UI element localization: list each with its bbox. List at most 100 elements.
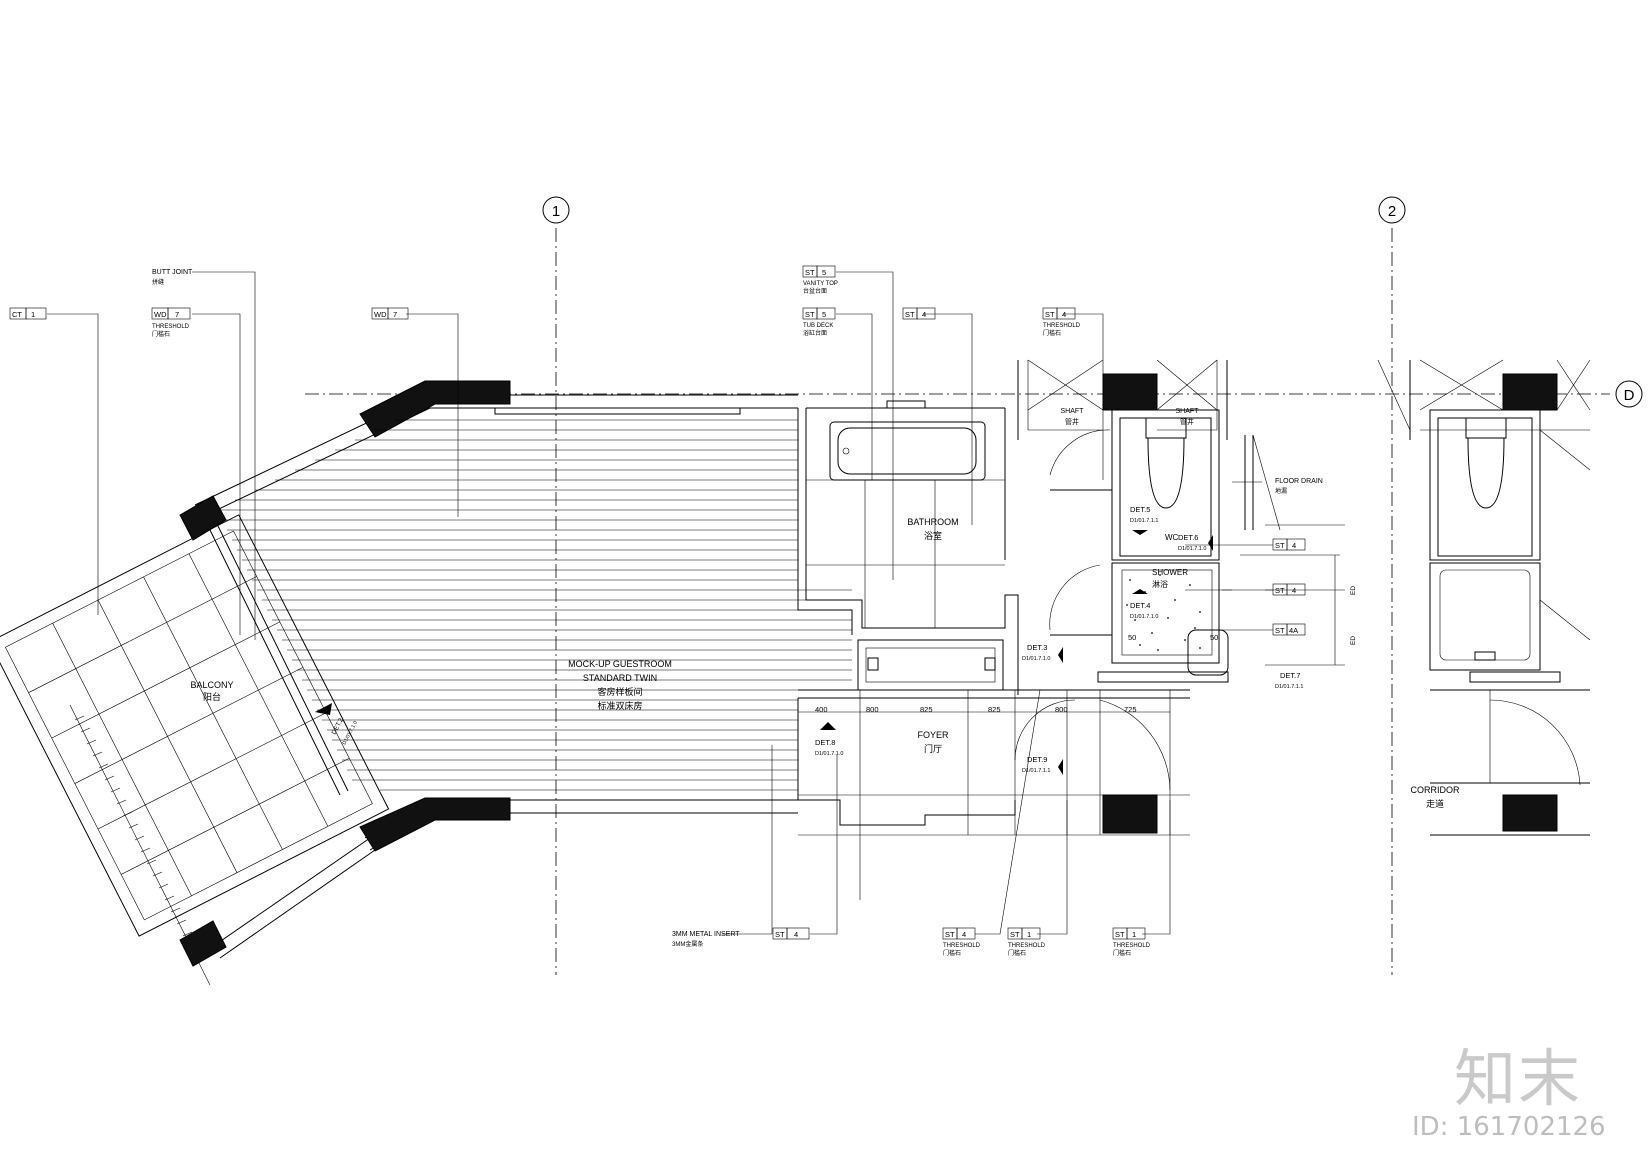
svg-text:ST: ST	[1010, 930, 1020, 939]
det-9-ref: D1/01.7.1.1	[1022, 768, 1050, 774]
svg-text:1: 1	[31, 310, 35, 319]
floor-drain-label: FLOOR DRAIN	[1275, 478, 1323, 485]
svg-text:TUB DECK: TUB DECK	[803, 323, 833, 329]
svg-text:THRESHOLD: THRESHOLD	[1008, 943, 1046, 949]
svg-text:800: 800	[866, 705, 879, 714]
svg-text:WD: WD	[154, 310, 167, 319]
bathroom-label-cn: 浴室	[924, 530, 942, 541]
dimension-strings: 400 800 825 825 800 725 50 50 ED ED	[798, 554, 1357, 714]
guestroom-label-2: STANDARD TWIN	[583, 673, 657, 683]
det-8-ref: D1/01.7.1.0	[815, 751, 843, 757]
svg-text:4: 4	[962, 930, 966, 939]
svg-text:THRESHOLD: THRESHOLD	[1043, 323, 1081, 329]
foyer-label-cn: 门厅	[924, 743, 942, 754]
svg-text:门槛石: 门槛石	[1008, 949, 1026, 957]
det-3-ref: D1/01.7.1.0	[1022, 656, 1050, 662]
det-3: DET.3	[1027, 643, 1047, 652]
butt-joint-label-cn: 拼缝	[152, 278, 164, 286]
metal-insert-label-cn: 3MM金属条	[672, 940, 703, 948]
det-8-marker	[820, 722, 836, 730]
det-4: DET.4	[1130, 601, 1150, 610]
grid-bubble-1	[542, 196, 570, 224]
svg-text:1: 1	[1027, 930, 1031, 939]
tag-st-1-threshold-a: ST 1 THRESHOLD 门槛石	[1007, 927, 1046, 957]
shaft-label-1-cn: 管井	[1065, 417, 1079, 426]
svg-text:7: 7	[175, 310, 179, 319]
balcony-label-cn: 阳台	[203, 691, 221, 702]
tag-st-5-vanity: ST 5 VANITY TOP 台盆台面	[802, 265, 838, 295]
det-9-marker	[1058, 759, 1063, 775]
svg-text:ED: ED	[1350, 586, 1357, 595]
svg-text:THRESHOLD: THRESHOLD	[1113, 943, 1151, 949]
svg-text:VANITY TOP: VANITY TOP	[803, 281, 838, 287]
butt-joint-label: BUTT JOINT	[152, 269, 193, 276]
det-6-marker	[1208, 535, 1213, 551]
svg-text:ED: ED	[1350, 636, 1357, 645]
svg-text:7: 7	[393, 310, 397, 319]
leader-lines	[47, 271, 1345, 935]
svg-text:5: 5	[822, 268, 826, 277]
svg-text:门槛石: 门槛石	[1113, 949, 1131, 957]
svg-text:THRESHOLD: THRESHOLD	[152, 324, 190, 330]
tag-st-4-wc: ST 4	[1272, 538, 1306, 551]
svg-text:825: 825	[920, 705, 933, 714]
grid-label-1: 1	[552, 203, 560, 220]
foyer-label: FOYER	[917, 730, 949, 740]
svg-text:5: 5	[822, 310, 826, 319]
svg-text:ST: ST	[1045, 310, 1055, 319]
shower-label-cn: 淋浴	[1152, 579, 1168, 589]
shaft-label-1: SHAFT	[1061, 408, 1085, 415]
svg-text:4: 4	[1292, 586, 1296, 595]
wc-label: WC	[1165, 533, 1179, 542]
svg-text:825: 825	[988, 705, 1001, 714]
det-7-ref: D1/01.7.1.1	[1275, 684, 1303, 690]
svg-text:CT: CT	[12, 310, 22, 319]
svg-text:门槛石: 门槛石	[152, 330, 170, 338]
shaft-label-2: SHAFT	[1176, 408, 1200, 415]
tag-st-4a: ST 4A	[1272, 623, 1306, 636]
svg-text:门槛石: 门槛石	[943, 949, 961, 957]
corridor-right-unit	[1377, 359, 1591, 836]
tag-wd-7-threshold: WD 7 THRESHOLD 门槛石	[151, 307, 191, 338]
corridor-label-cn: 走道	[1426, 798, 1444, 809]
svg-text:800: 800	[1055, 705, 1068, 714]
svg-text:ST: ST	[1115, 930, 1125, 939]
svg-text:50: 50	[1128, 633, 1136, 642]
grid-bubble-2	[1378, 196, 1406, 224]
bathroom-label: BATHROOM	[907, 517, 958, 527]
det-7: DET.7	[1280, 671, 1300, 680]
grid-label-d: D	[1624, 387, 1635, 404]
svg-text:ST: ST	[1275, 541, 1285, 550]
floor-drain-label-cn: 地漏	[1275, 487, 1287, 495]
svg-text:ST: ST	[1275, 626, 1285, 635]
timber-floor-hatch	[220, 419, 852, 791]
room-labels: BALCONY 阳台 MOCK-UP GUESTROOM STANDARD TW…	[190, 408, 1460, 809]
det-4-marker	[1132, 589, 1148, 594]
svg-text:THRESHOLD: THRESHOLD	[943, 943, 981, 949]
det-6: DET.6	[1178, 533, 1198, 542]
guestroom-label-3: 客房样板间	[597, 686, 642, 697]
svg-text:4: 4	[1292, 541, 1296, 550]
det-5-marker	[1132, 530, 1148, 535]
det-5-ref: D1/01.7.1.1	[1130, 518, 1158, 524]
tag-ct-1: CT 1	[9, 307, 47, 320]
shower-label: SHOWER	[1152, 568, 1188, 577]
grid-lines: 1 2 D	[305, 196, 1643, 975]
svg-text:4A: 4A	[1289, 626, 1298, 635]
watermark-id: ID: 161702126	[1412, 1112, 1606, 1142]
balcony	[0, 514, 390, 937]
svg-text:ST: ST	[805, 310, 815, 319]
svg-text:400: 400	[815, 705, 828, 714]
svg-text:ST: ST	[805, 268, 815, 277]
det-8: DET.8	[815, 738, 835, 747]
svg-text:台盆台面: 台盆台面	[803, 287, 827, 295]
svg-text:4: 4	[922, 310, 926, 319]
